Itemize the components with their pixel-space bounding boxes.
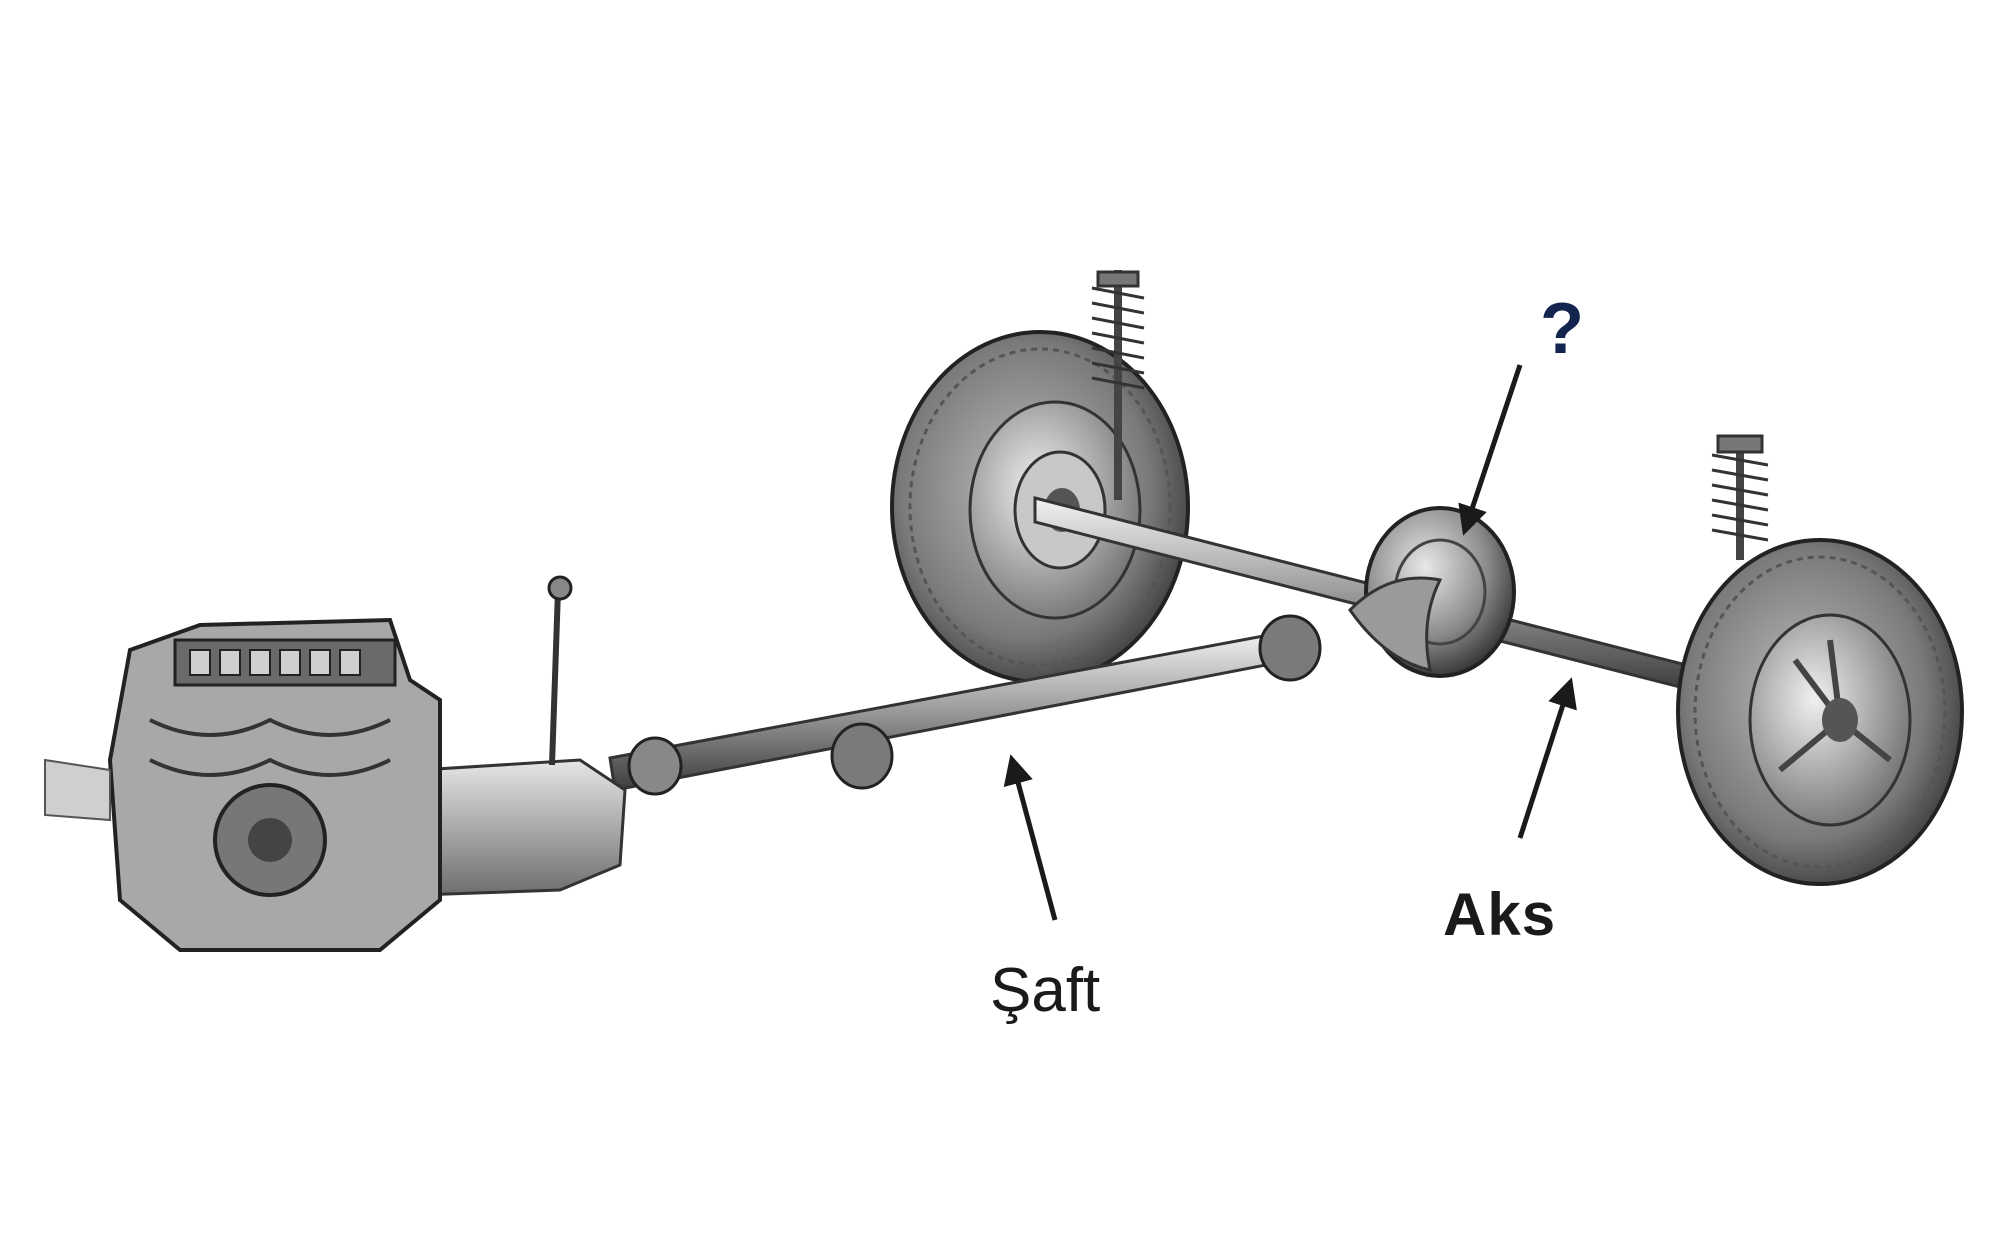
saft-label: Şaft [990,956,1101,1025]
aks-arrow [1517,677,1577,839]
question-arrow [1458,364,1523,536]
engine-block [44,617,442,952]
left-coil-spring [1091,270,1145,500]
saft-arrow [1003,754,1058,921]
right-wheel [1676,538,1964,886]
drive-shaft [608,614,1322,796]
differential [1348,506,1516,678]
aks-label: Aks [1443,881,1557,948]
gearbox [418,575,627,897]
question-mark-label: ? [1540,289,1584,369]
right-coil-spring [1711,434,1769,560]
